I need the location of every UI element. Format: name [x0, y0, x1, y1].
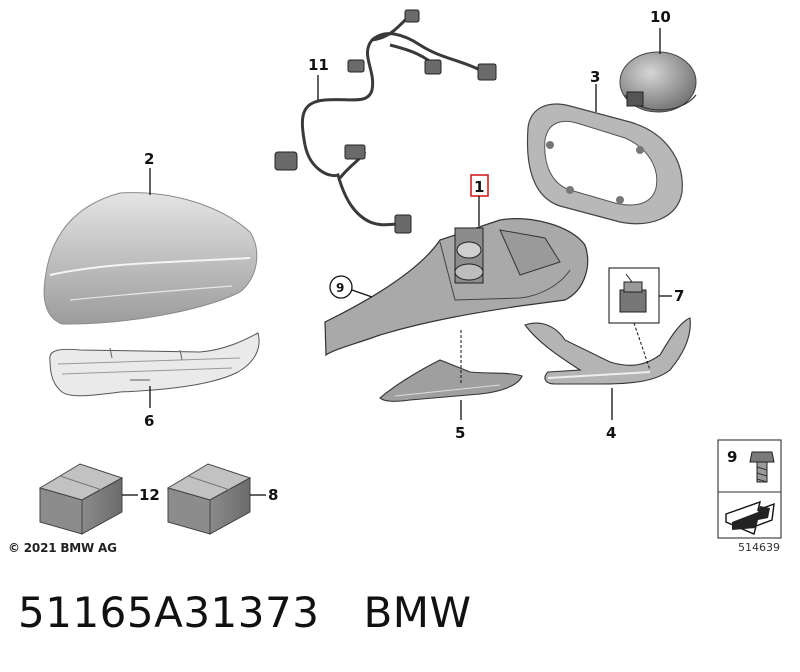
package-box-12 — [38, 463, 124, 535]
mirror-frame-part — [526, 103, 683, 225]
brand-name: BMW — [363, 588, 472, 637]
mirror-motor-part — [619, 51, 697, 113]
callout-7: 7 — [674, 287, 684, 305]
part-number: 51165A31373 — [18, 588, 320, 637]
callout-5: 5 — [455, 424, 465, 442]
callout-12: 12 — [139, 486, 160, 504]
harness-connectors — [274, 9, 497, 234]
part-caption: 51165A31373 BMW — [18, 588, 472, 637]
callout-10: 10 — [650, 8, 671, 26]
legend-label-9: 9 — [727, 448, 737, 466]
copyright-text: © 2021 BMW AG — [8, 541, 117, 555]
turn-signal-part — [49, 332, 260, 397]
wiring-harness-part — [300, 13, 481, 227]
callout-8: 8 — [268, 486, 278, 504]
callout-9: 9 — [336, 281, 344, 295]
package-box-8 — [166, 463, 252, 535]
lower-cover-part — [379, 359, 523, 402]
callout-9-circle — [329, 275, 353, 299]
exploded-parts-diagram: 2 6 11 10 — [38, 8, 782, 539]
mirror-cap-part — [43, 192, 258, 325]
callout-2: 2 — [144, 150, 154, 168]
legend-box: 9 — [717, 439, 782, 539]
callout-3: 3 — [590, 68, 600, 86]
callout-4: 4 — [606, 424, 616, 442]
arrow-icon — [725, 500, 775, 535]
screw-icon — [749, 451, 775, 483]
callout-6: 6 — [144, 412, 154, 430]
callout-11: 11 — [308, 56, 329, 74]
diagram-reference-number: 514639 — [738, 541, 780, 554]
camera-part — [619, 273, 647, 313]
lower-trim-part — [524, 317, 691, 385]
callout-1: 1 — [474, 178, 484, 196]
mirror-base-part — [324, 218, 589, 357]
